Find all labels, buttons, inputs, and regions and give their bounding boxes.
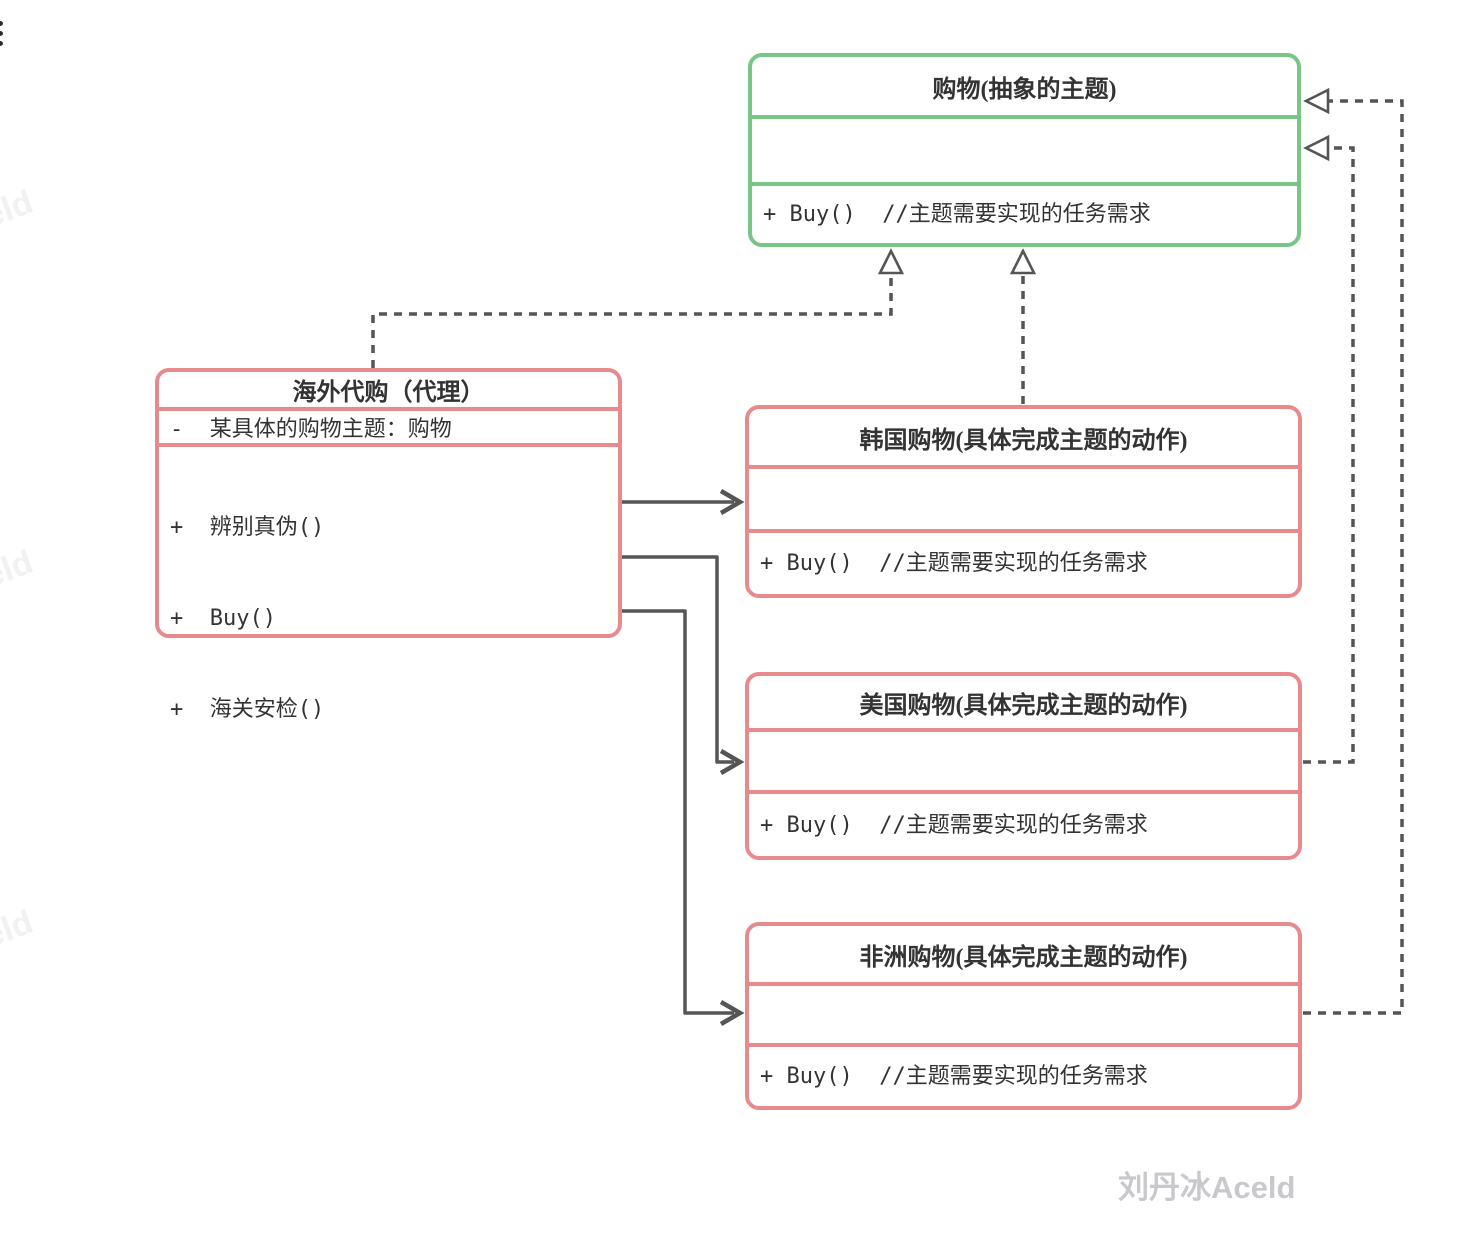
method-row: + Buy() //主题需要实现的任务需求 bbox=[763, 202, 1151, 227]
class-methods: + 辨别真伪() + Buy() + 海关安检() bbox=[159, 443, 618, 780]
class-box-africa: 非洲购物(具体完成主题的动作) + Buy() //主题需要实现的任务需求 bbox=[745, 922, 1302, 1110]
class-title: 美国购物(具体完成主题的动作) bbox=[859, 692, 1188, 719]
method-row: + 辨别真伪() bbox=[170, 515, 325, 540]
class-attributes bbox=[752, 115, 1297, 182]
triangle-arrowhead-up bbox=[877, 248, 905, 275]
class-box-abstract-subject: 购物(抽象的主题) + Buy() //主题需要实现的任务需求 bbox=[748, 53, 1301, 247]
realization-proxy-to-abstract bbox=[371, 274, 893, 368]
class-methods: + Buy() //主题需要实现的任务需求 bbox=[752, 182, 1297, 243]
class-title: 海外代购（代理） bbox=[292, 380, 485, 406]
class-attributes: - 某具体的购物主题：购物 bbox=[159, 407, 618, 443]
realization-africa-to-abstract bbox=[1303, 99, 1404, 1015]
author-watermark: 刘丹冰Aceld bbox=[1118, 1170, 1296, 1205]
watermark-tile: eld bbox=[0, 182, 38, 236]
association-proxy-to-usa bbox=[622, 555, 734, 764]
method-row: + Buy() bbox=[170, 606, 276, 631]
class-box-usa: 美国购物(具体完成主题的动作) + Buy() //主题需要实现的任务需求 bbox=[745, 672, 1302, 860]
dot bbox=[0, 21, 3, 26]
open-arrowhead-right bbox=[719, 1000, 745, 1026]
class-title: 非洲购物(具体完成主题的动作) bbox=[859, 944, 1188, 971]
dot bbox=[0, 41, 3, 46]
watermark-tile: eld bbox=[0, 542, 38, 596]
class-methods: + Buy() //主题需要实现的任务需求 bbox=[749, 790, 1298, 856]
method-row: + Buy() //主题需要实现的任务需求 bbox=[760, 551, 1148, 576]
class-methods: + Buy() //主题需要实现的任务需求 bbox=[749, 1043, 1298, 1106]
class-attributes bbox=[749, 728, 1298, 790]
method-row: + Buy() //主题需要实现的任务需求 bbox=[760, 812, 1148, 838]
kebab-menu-icon[interactable] bbox=[0, 21, 3, 46]
triangle-arrowhead-up bbox=[1009, 248, 1037, 275]
open-arrowheads bbox=[719, 489, 745, 1026]
class-title: 购物(抽象的主题) bbox=[932, 76, 1117, 103]
triangle-arrowhead-left bbox=[1303, 134, 1330, 162]
open-arrowhead-right bbox=[719, 749, 745, 775]
dot bbox=[0, 31, 3, 36]
association-solid-lines bbox=[622, 500, 734, 1015]
method-row: + 海关安检() bbox=[170, 697, 325, 722]
class-attributes bbox=[749, 465, 1298, 529]
class-attributes bbox=[749, 982, 1298, 1043]
realization-usa-to-abstract bbox=[1303, 146, 1355, 764]
class-title: 韩国购物(具体完成主题的动作) bbox=[859, 427, 1188, 454]
class-box-proxy: 海外代购（代理） - 某具体的购物主题：购物 + 辨别真伪() + Buy() … bbox=[155, 368, 622, 722]
open-arrowhead-right bbox=[719, 489, 745, 515]
watermark-tile: eld bbox=[0, 902, 38, 956]
triangle-arrowhead-left bbox=[1303, 87, 1330, 115]
method-row: + Buy() //主题需要实现的任务需求 bbox=[760, 1064, 1148, 1089]
class-methods: + Buy() //主题需要实现的任务需求 bbox=[749, 529, 1298, 594]
association-proxy-to-africa bbox=[622, 609, 734, 1015]
class-box-korea: 韩国购物(具体完成主题的动作) + Buy() //主题需要实现的任务需求 bbox=[745, 405, 1302, 598]
